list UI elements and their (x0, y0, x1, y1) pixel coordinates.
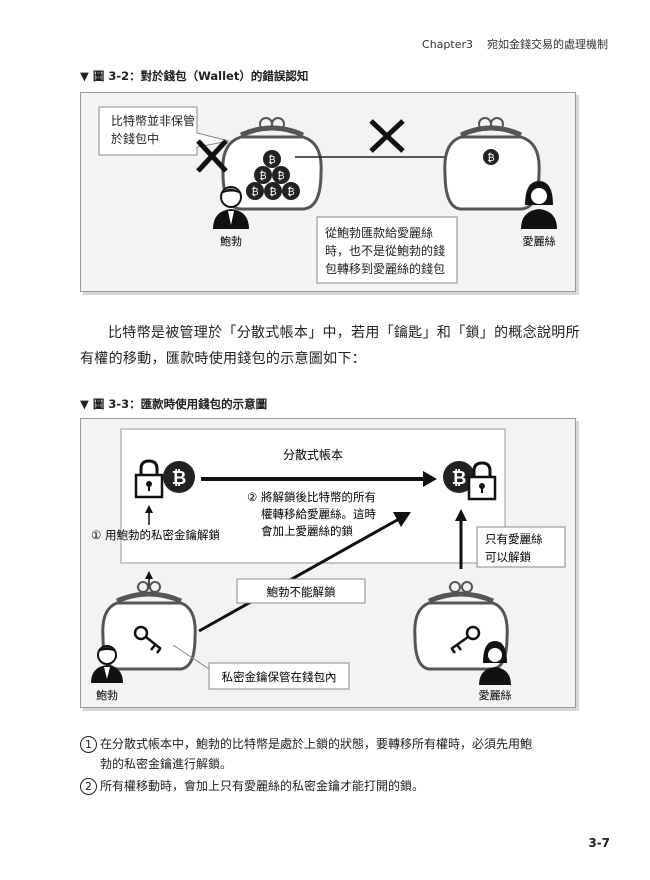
alice-lock-arrow (455, 509, 467, 569)
wallet-icon (443, 117, 541, 211)
alice-avatar (479, 641, 511, 685)
svg-text:₿: ₿ (268, 154, 275, 166)
bitcoin-icon: ₿ (483, 149, 499, 165)
note-2-line1: 所有權移動時，會加上只有愛麗絲的私密金鑰才能打開的鎖。 (100, 779, 425, 793)
figure-3-3: 分散式帳本 ₿ ₿ ② 將解鎖後比特幣的所有 權轉移給愛麗絲。這時 (80, 418, 576, 708)
lock-icon (467, 461, 497, 501)
bitcoin-coins-icon: ₿ ₿ ₿ ₿ ₿ ₿ (246, 150, 300, 200)
callout-transfer-line2: 時，也不是從鮑勃的錢 (325, 243, 445, 258)
note-1-number: 1 (80, 736, 97, 753)
callout-transfer-line3: 包轉移到愛麗絲的錢包 (325, 261, 445, 276)
callout-not-wallet-transfer: 從鮑勃匯款給愛麗絲 時，也不是從鮑勃的錢 包轉移到愛麗絲的錢包 (316, 216, 458, 284)
bob-avatar (213, 186, 249, 229)
step2-line3: 會加上愛麗絲的鎖 (261, 524, 353, 538)
distributed-ledger-box (120, 428, 506, 564)
alice-label: 愛麗絲 (523, 234, 556, 248)
alice-avatar (521, 181, 557, 229)
bob-avatar (91, 645, 123, 683)
bitcoin-icon: ₿ (163, 461, 195, 493)
note-1-line2: 勃的私密金鑰進行解鎖。 (100, 757, 233, 771)
key-icon (133, 625, 162, 654)
note-2-number: 2 (80, 778, 97, 795)
svg-text:₿: ₿ (277, 170, 284, 182)
callout-not-stored: 比特幣並非保管 於錢包中 (98, 106, 230, 156)
alice-label: 愛麗絲 (479, 688, 512, 702)
figure-3-2: 比特幣並非保管 於錢包中 ₿ ₿ ₿ ₿ ₿ ₿ (80, 92, 576, 292)
bob-label: 鮑勃 (220, 234, 242, 248)
note-1-line1: 在分散式帳本中，鮑勃的比特幣是處於上鎖的狀態，要轉移所有權時，必須先用鮑 (100, 737, 533, 751)
callout-not-stored-line1: 比特幣並非保管 (111, 113, 195, 128)
only-alice-line2: 可以解鎖 (485, 550, 531, 564)
ledger-title: 分散式帳本 (283, 447, 343, 462)
callout-transfer-line1: 從鮑勃匯款給愛麗絲 (325, 225, 433, 240)
svg-text:₿: ₿ (251, 186, 258, 198)
svg-text:₿: ₿ (487, 152, 494, 164)
lock-icon (134, 459, 164, 499)
figure-3-3-caption: ▼ 圖 3-3：匯款時使用錢包的示意圖 (80, 397, 268, 411)
key-note-label: 私密金鑰保管在錢包內 (222, 670, 337, 684)
bob-blocked-arrow (198, 512, 411, 633)
ownership-transfer-arrow (201, 471, 437, 487)
bitcoin-icon: ₿ (443, 461, 475, 493)
callout-key-in-wallet: 私密金鑰保管在錢包內 (172, 644, 350, 690)
step2-line1: ② 將解鎖後比特幣的所有 (247, 490, 376, 504)
svg-text:₿: ₿ (172, 468, 187, 489)
svg-text:₿: ₿ (269, 186, 276, 198)
callout-only-alice: 只有愛麗絲 可以解鎖 (476, 526, 566, 568)
unlock-arrow (145, 505, 153, 525)
step1-label: ① 用鮑勃的私密金鑰解鎖 (91, 528, 220, 542)
callout-not-stored-line2: 於錢包中 (111, 131, 159, 146)
running-header: Chapter3 宛如金錢交易的處理機制 (422, 36, 608, 52)
wallet-icon (101, 571, 197, 671)
bob-label: 鮑勃 (96, 688, 118, 702)
key-icon (450, 625, 481, 654)
chapter-title: 宛如金錢交易的處理機制 (487, 38, 608, 51)
svg-text:₿: ₿ (452, 468, 467, 489)
step2-line2: 權轉移給愛麗絲。這時 (261, 507, 376, 521)
cross-icon (196, 139, 228, 173)
only-alice-line1: 只有愛麗絲 (485, 532, 543, 546)
body-paragraph: 比特幣是被管理於「分散式帳本」中，若用「鑰匙」和「鎖」的概念說明所有權的移動，匯… (80, 325, 580, 367)
page-number: 3-7 (588, 836, 610, 850)
cross-icon (369, 119, 405, 153)
bob-cannot-unlock-label: 鮑勃不能解鎖 (267, 585, 336, 599)
chapter-label: Chapter3 (422, 38, 473, 51)
svg-text:₿: ₿ (259, 170, 266, 182)
callout-bob-cannot-unlock: 鮑勃不能解鎖 (236, 578, 366, 604)
svg-text:₿: ₿ (287, 186, 294, 198)
figure-3-2-caption: ▼ 圖 3-2：對於錢包（Wallet）的錯誤認知 (80, 69, 309, 83)
